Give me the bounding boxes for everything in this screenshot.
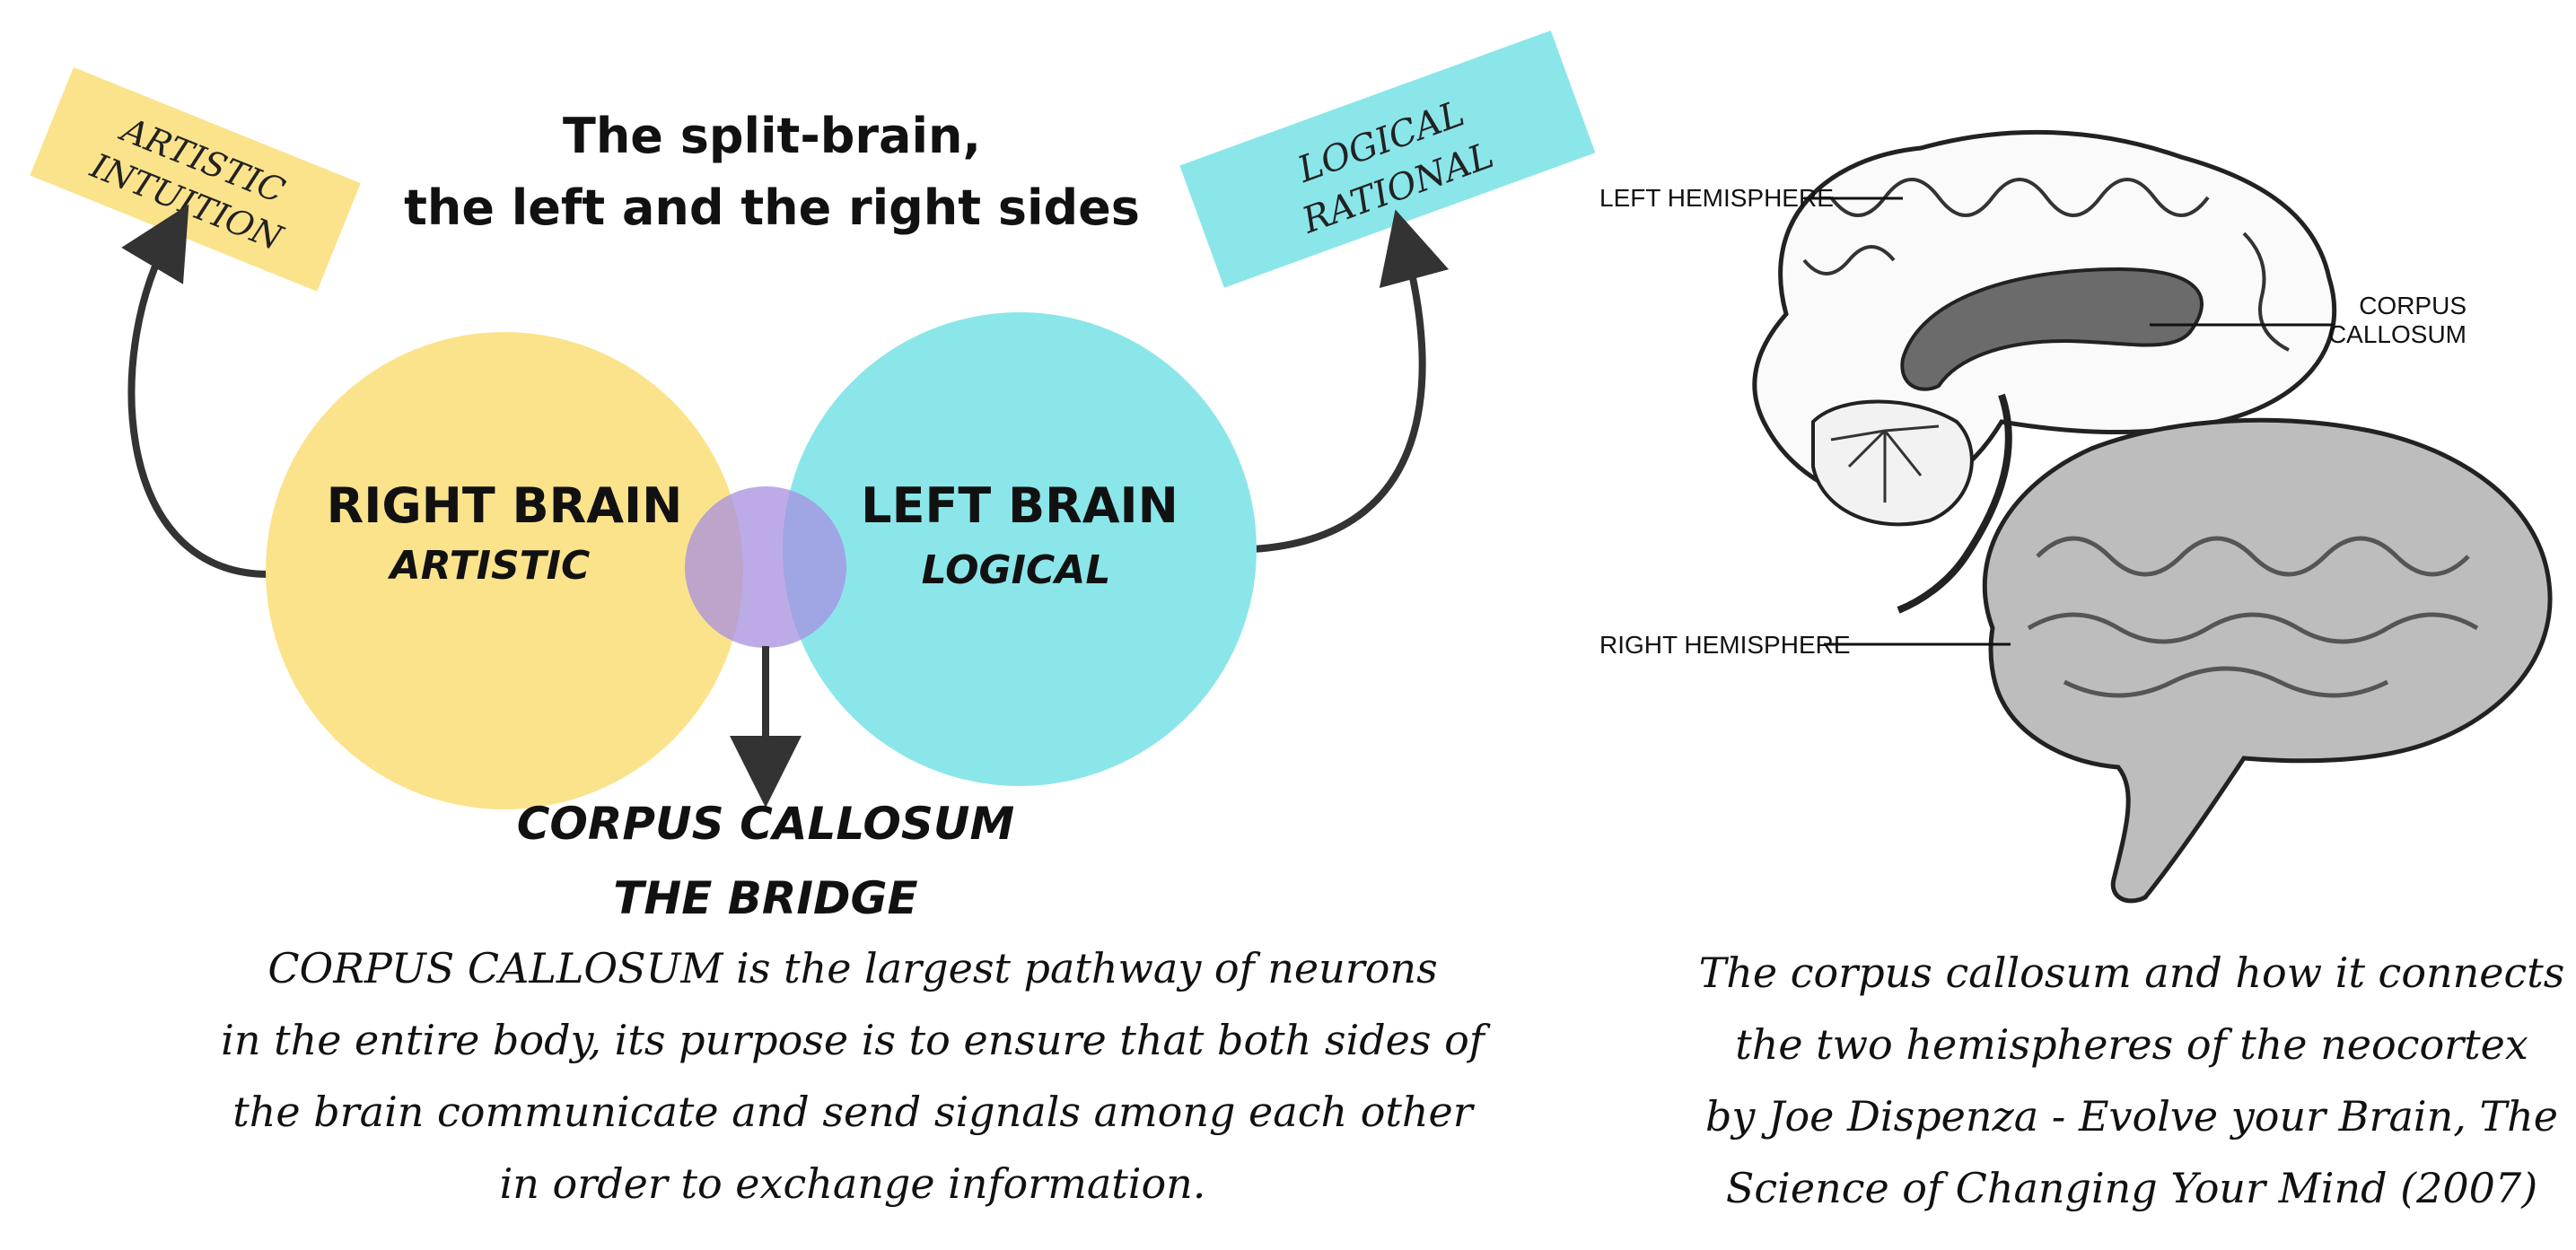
left-brain-label: LEFT BRAIN [861, 477, 1178, 534]
right-brain-label: RIGHT BRAIN [327, 477, 683, 534]
corpus-callosum-label-line2: CALLOSUM [2328, 320, 2466, 348]
right-hemisphere-label: RIGHT HEMISPHERE [1599, 631, 1851, 659]
artistic-note-paper [30, 66, 361, 292]
description-line: in the entire body, its purpose is to en… [221, 1016, 1491, 1064]
illustration-caption: The corpus callosum and how it connects … [1699, 948, 2565, 1212]
right-brain-sublabel: ARTISTIC [388, 543, 591, 589]
left-hemisphere-gyri [1802, 178, 2290, 352]
arrow-to-artistic-note [121, 204, 270, 578]
caption-line: by Joe Dispenza - Evolve your Brain, The [1705, 1092, 2558, 1141]
bridge-label-line1: CORPUS CALLOSUM [517, 798, 1015, 850]
corpus-callosum-label-line1: CORPUS [2359, 292, 2466, 319]
cerebellum-shape [1811, 399, 1974, 527]
right-hemisphere-gyri [2027, 536, 2479, 698]
diagram-title-line1: The split-brain, [563, 108, 981, 164]
caption-line: Science of Changing Your Mind (2007) [1726, 1164, 2537, 1212]
description-line: the brain communicate and send signals a… [232, 1088, 1475, 1136]
cerebellum-folia [1830, 424, 1940, 503]
diagram-title-line2: the left and the right sides [404, 179, 1140, 236]
description-paragraph: CORPUS CALLOSUM is the largest pathway o… [221, 944, 1491, 1208]
description-line: in order to exchange information. [500, 1159, 1206, 1208]
brain-illustration: LEFT HEMISPHERE CORPUS CALLOSUM RIGHT HE… [1599, 129, 2553, 904]
arrow-to-logical-note [1251, 209, 1450, 553]
left-hemisphere-label: LEFT HEMISPHERE [1599, 184, 1834, 212]
brainstem-shape [1897, 393, 2012, 614]
corpus-callosum-shape [1900, 267, 2204, 391]
caption-line: the two hemispheres of the neocortex [1735, 1020, 2528, 1069]
logical-rational-note: LOGICAL RATIONAL [1179, 30, 1596, 288]
left-brain-circle [783, 312, 1257, 786]
right-hemisphere-shape [1982, 417, 2553, 904]
left-brain-sublabel: LOGICAL [922, 547, 1111, 593]
artistic-intuition-note: ARTISTIC INTUITION [30, 66, 361, 292]
right-brain-circle [266, 332, 743, 809]
bridge-label-line2: THE BRIDGE [613, 872, 917, 924]
corpus-callosum-circle [685, 486, 846, 648]
description-line: CORPUS CALLOSUM is the largest pathway o… [267, 944, 1437, 992]
caption-line: The corpus callosum and how it connects [1699, 948, 2565, 997]
logical-note-paper [1179, 30, 1596, 288]
